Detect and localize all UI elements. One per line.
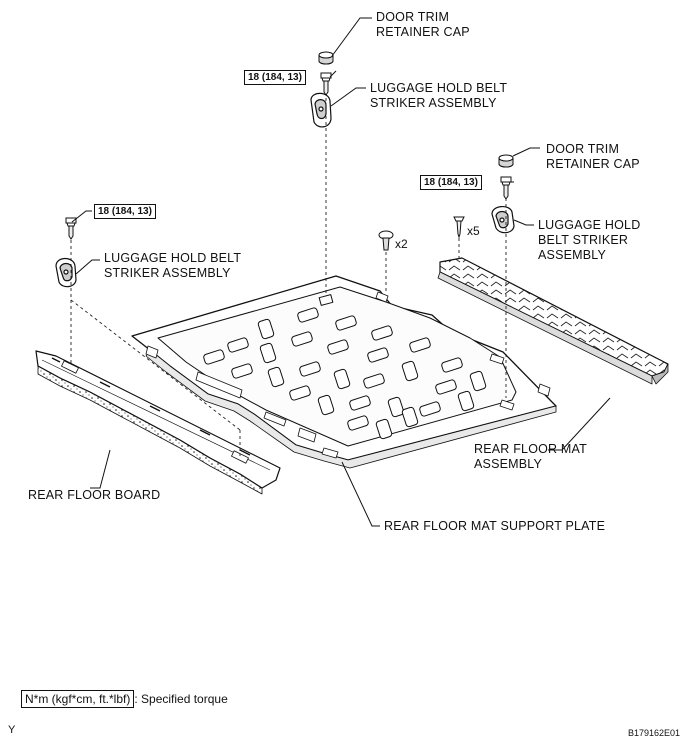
label-line: ASSEMBLY: [474, 457, 543, 471]
torque-spec-top: 18 (184, 13): [244, 70, 306, 85]
label-striker-assembly-left: LUGGAGE HOLD BELT STRIKER ASSEMBLY: [104, 251, 241, 281]
label-line: DOOR TRIM: [546, 142, 620, 156]
label-line: BELT STRIKER: [538, 233, 629, 247]
leader-lines: [71, 17, 611, 527]
label-door-trim-retainer-cap-right: DOOR TRIM RETAINER CAP: [546, 142, 640, 172]
quantity-screw: x5: [467, 224, 480, 238]
rear-floor-board: [35, 350, 281, 495]
bolt-left: [65, 217, 77, 240]
quantity-clip: x2: [395, 237, 408, 251]
bolt-right: [500, 176, 512, 200]
label-striker-assembly-right: LUGGAGE HOLD BELT STRIKER ASSEMBLY: [538, 218, 640, 263]
door-trim-retainer-cap-right: [498, 154, 514, 168]
bolt-top: [320, 72, 332, 96]
label-line: ASSEMBLY: [538, 248, 607, 262]
figure-code: B179162E01: [628, 728, 681, 738]
label-line: LUGGAGE HOLD BELT: [370, 81, 508, 95]
label-line: REAR FLOOR MAT: [474, 442, 587, 456]
clip: [378, 230, 394, 251]
corner-mark: Y: [8, 724, 16, 736]
label-line: STRIKER ASSEMBLY: [104, 266, 231, 280]
torque-legend-text: : Specified torque: [134, 692, 228, 706]
striker-assembly-top: [310, 92, 332, 128]
label-line: DOOR TRIM: [376, 10, 450, 24]
striker-assembly-left: [55, 257, 77, 288]
label-rear-floor-mat-support-plate: REAR FLOOR MAT SUPPORT PLATE: [384, 519, 606, 533]
torque-spec-left: 18 (184, 13): [94, 204, 156, 219]
torque-unit-box: N*m (kgf*cm, ft.*lbf): [21, 690, 135, 708]
rear-floor-mat-assembly-strip: [437, 257, 669, 385]
alignment-lines: [70, 98, 507, 456]
label-line: RETAINER CAP: [376, 25, 470, 39]
label-rear-floor-board: REAR FLOOR BOARD: [28, 488, 161, 502]
torque-legend: N*m (kgf*cm, ft.*lbf): Specified torque: [21, 690, 228, 708]
label-line: LUGGAGE HOLD: [538, 218, 641, 232]
label-line: LUGGAGE HOLD BELT: [104, 251, 242, 265]
label-door-trim-retainer-cap-top: DOOR TRIM RETAINER CAP: [376, 10, 470, 40]
door-trim-retainer-cap-top: [318, 51, 334, 65]
label-line: STRIKER ASSEMBLY: [370, 96, 497, 110]
screw: [453, 216, 465, 239]
striker-assembly-right: [491, 206, 515, 234]
label-line: RETAINER CAP: [546, 157, 640, 171]
support-plate-slots: [203, 307, 487, 440]
label-striker-assembly-top: LUGGAGE HOLD BELT STRIKER ASSEMBLY: [370, 81, 507, 111]
label-rear-floor-mat-assembly: REAR FLOOR MAT ASSEMBLY: [474, 442, 587, 472]
torque-spec-right: 18 (184, 13): [420, 175, 482, 190]
